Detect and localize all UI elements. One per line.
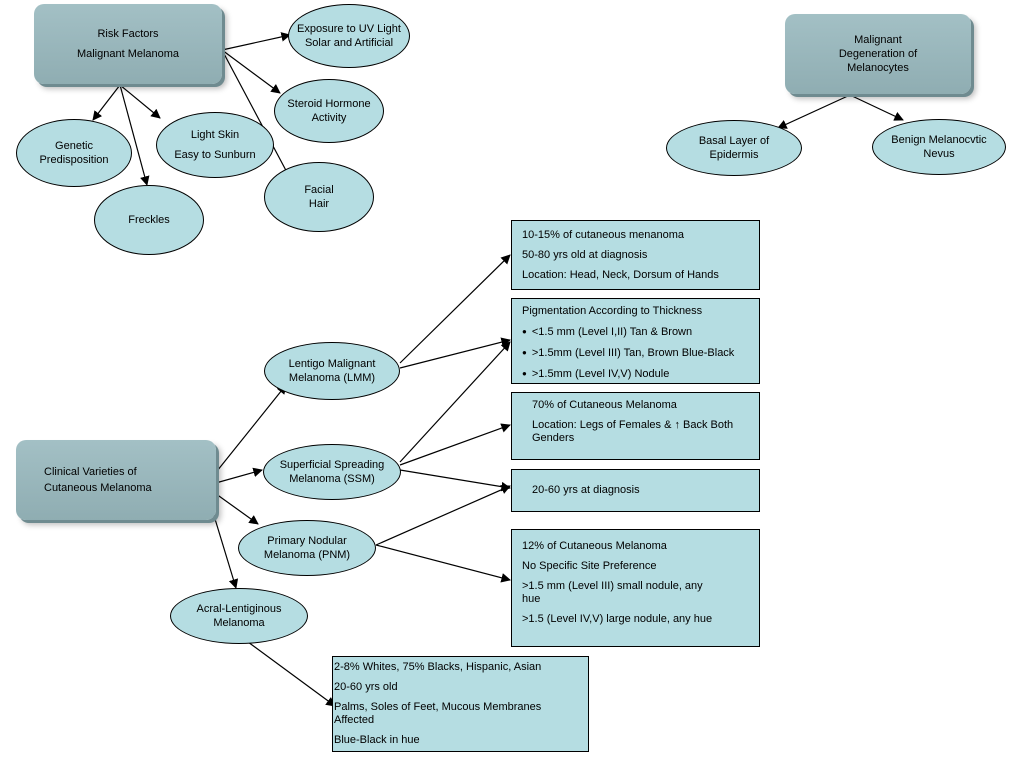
arrow-rf-steroid xyxy=(221,49,281,94)
arrow-rf-genetic xyxy=(92,84,121,121)
arrow-pnm-age xyxy=(375,485,511,546)
alm-node: Acral-Lentiginous Melanoma xyxy=(170,588,308,644)
pnm-node: Primary Nodular Melanoma (PNM) xyxy=(238,520,376,576)
degeneration-node: Malignant Degeneration of Melanocytes xyxy=(785,14,971,94)
risk-factors-node: Risk Factors Malignant Melanoma xyxy=(34,4,222,84)
arrow-lmm-info xyxy=(399,254,511,364)
arrow-alm-info xyxy=(247,641,336,707)
light-skin-node: Light Skin Easy to Sunburn xyxy=(156,112,274,178)
clinical-varieties-node: Clinical Varieties of Cutaneous Melanoma xyxy=(16,440,216,520)
benign-nevus-node: Benign Melanocvtic Nevus xyxy=(872,119,1006,175)
arrow-ssm-info xyxy=(399,423,511,466)
alm-info-box: 2-8% Whites, 75% Blacks, Hispanic, Asian… xyxy=(332,656,589,752)
arrow-rf-uv xyxy=(221,32,291,51)
arrow-rf-freckles xyxy=(119,84,150,186)
risk-factors-subtitle: Malignant Melanoma xyxy=(76,48,180,60)
pigmentation-item: >1.5mm (Level III) Tan, Brown Blue-Black xyxy=(522,346,749,360)
arrow-rf-lightskin xyxy=(119,84,161,119)
age-info-box: 20-60 yrs at diagnosis xyxy=(511,469,760,512)
basal-layer-node: Basal Layer of Epidermis xyxy=(666,120,802,176)
arrow-cl-lmm xyxy=(204,384,287,487)
arrow-deg-basal xyxy=(777,94,851,129)
lmm-node: Lentigo Malignant Melanoma (LMM) xyxy=(264,342,400,400)
genetic-predisposition-node: Genetic Predisposition xyxy=(16,119,132,187)
arrow-ssm-age xyxy=(399,469,511,492)
arrow-deg-benign xyxy=(849,94,904,121)
lmm-info-box: 10-15% of cutaneous menanoma 50-80 yrs o… xyxy=(511,220,760,290)
risk-factors-title: Risk Factors xyxy=(97,28,159,40)
arrow-pnm-info xyxy=(375,544,511,583)
freckles-node: Freckles xyxy=(94,185,204,255)
pigmentation-title: Pigmentation According to Thickness xyxy=(522,305,703,317)
pigmentation-item: >1.5mm (Level IV,V) Nodule xyxy=(522,367,749,381)
arrow-rf-facial xyxy=(221,49,291,179)
pigmentation-item: <1.5 mm (Level I,II) Tan & Brown xyxy=(522,325,749,339)
uv-exposure-node: Exposure to UV Light Solar and Artificia… xyxy=(288,4,410,68)
pigmentation-box: Pigmentation According to Thickness <1.5… xyxy=(511,298,760,384)
ssm-info-box: 70% of Cutaneous Melanoma Location: Legs… xyxy=(511,392,760,460)
arrow-lmm-pig xyxy=(399,337,511,369)
facial-hair-node: Facial Hair xyxy=(264,162,374,232)
ssm-node: Superficial Spreading Melanoma (SSM) xyxy=(263,444,401,500)
pnm-info-box: 12% of Cutaneous Melanoma No Specific Si… xyxy=(511,529,760,647)
arrow-ssm-pig xyxy=(399,341,511,463)
steroid-hormone-node: Steroid Hormone Activity xyxy=(274,79,384,143)
